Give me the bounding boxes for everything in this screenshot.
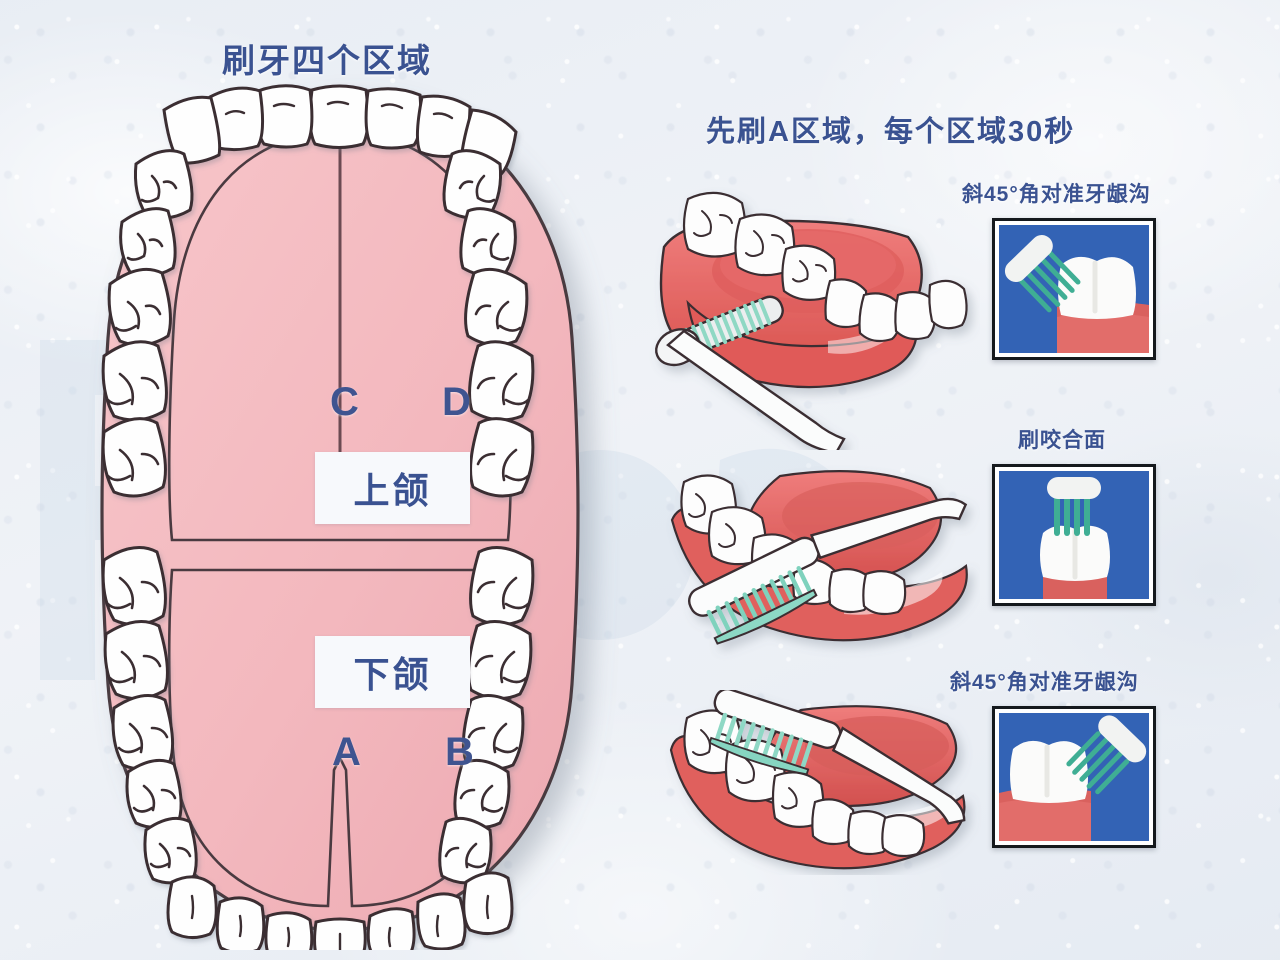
inset-photo-2 [992,464,1156,606]
step-caption-1: 斜45°角对准牙龈沟 [962,183,1151,206]
illustration-brush-on-occlusal-surface [670,470,968,645]
dental-arch-diagram: C D A B 上颌 下颌 [60,70,620,950]
step-caption-2: 刷咬合面 [1018,429,1106,452]
zone-label-D: D [442,380,471,424]
jaw-label-upper: 上颌 [315,452,470,524]
zone-label-C: C [330,380,359,424]
lower-teeth-group [101,546,535,950]
inset-photo-3 [992,706,1156,848]
page-title: 刷牙四个区域 [222,42,432,79]
zone-label-A: A [332,730,361,774]
step-caption-3: 斜45°角对准牙龈沟 [950,671,1139,694]
zone-label-B: B [445,730,474,774]
jaw-label-lower: 下颌 [315,636,470,708]
inset-photo-1 [992,218,1156,360]
illustration-lower-jaw-brush-angled [669,690,966,870]
section-title-sequence: 先刷A区域，每个区域30秒 [706,116,1076,148]
upper-teeth-group [101,84,535,498]
illustration-upper-jaw-brush-angled [655,191,968,450]
